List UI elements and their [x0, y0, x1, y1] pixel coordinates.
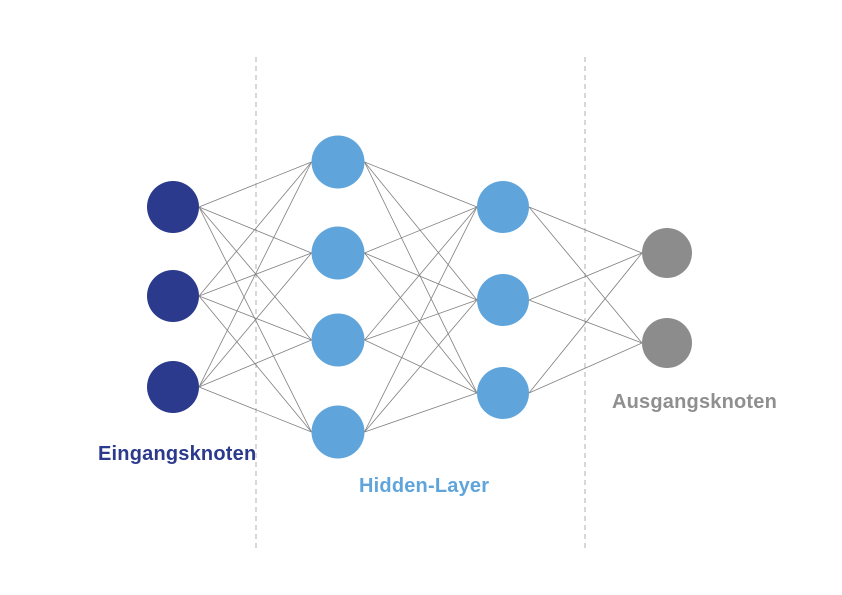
edge-hidden1-1-hidden2-2 — [364, 161, 478, 301]
edge-hidden1-4-hidden2-2 — [364, 299, 478, 433]
hidden-layer-1-node-2 — [311, 226, 365, 280]
edge-input-1-hidden1-2 — [198, 206, 312, 254]
edge-input-3-hidden1-1 — [198, 161, 312, 388]
edge-hidden2-2-output-2 — [528, 299, 643, 344]
edge-hidden1-4-hidden2-3 — [364, 392, 478, 433]
hidden-layer-1-node-4 — [311, 405, 365, 459]
edge-input-3-hidden1-2 — [198, 252, 312, 388]
edge-hidden2-3-output-2 — [528, 342, 643, 394]
hidden-layer-2-node-3 — [477, 367, 529, 419]
edge-input-2-hidden1-4 — [198, 295, 312, 433]
hidden-layer-2-node-1 — [477, 181, 529, 233]
edge-hidden1-2-hidden2-2 — [364, 252, 478, 301]
hidden-layer-2-node-2 — [477, 274, 529, 326]
hidden-layer-label: Hidden-Layer — [359, 475, 490, 497]
edge-input-1-hidden1-3 — [198, 206, 312, 341]
edge-input-2-hidden1-1 — [198, 161, 312, 297]
edge-hidden2-1-output-2 — [528, 206, 643, 344]
input-nodes-node-3 — [147, 361, 199, 413]
edge-input-3-hidden1-4 — [198, 386, 312, 433]
output-nodes-node-1 — [642, 228, 692, 278]
edge-hidden1-1-hidden2-3 — [364, 161, 478, 394]
edge-input-1-hidden1-1 — [198, 161, 312, 208]
hidden-layer-1-node-1 — [311, 135, 365, 189]
hidden-layer-1-node-3 — [311, 313, 365, 367]
edge-hidden1-2-hidden2-1 — [364, 206, 478, 254]
output-nodes-node-2 — [642, 318, 692, 368]
edge-input-2-hidden1-3 — [198, 295, 312, 341]
edge-hidden1-4-hidden2-1 — [364, 206, 478, 433]
edge-hidden1-1-hidden2-1 — [364, 161, 478, 208]
input-nodes-node-2 — [147, 270, 199, 322]
edge-hidden1-2-hidden2-3 — [364, 252, 478, 394]
output-layer-label: Ausgangsknoten — [612, 391, 778, 413]
edge-input-3-hidden1-3 — [198, 339, 312, 388]
edge-hidden1-3-hidden2-1 — [364, 206, 478, 341]
edge-hidden2-2-output-1 — [528, 252, 643, 301]
edge-hidden2-3-output-1 — [528, 252, 643, 394]
edge-hidden2-1-output-1 — [528, 206, 643, 254]
input-nodes-node-1 — [147, 181, 199, 233]
input-layer-label: Eingangsknoten — [98, 443, 257, 465]
